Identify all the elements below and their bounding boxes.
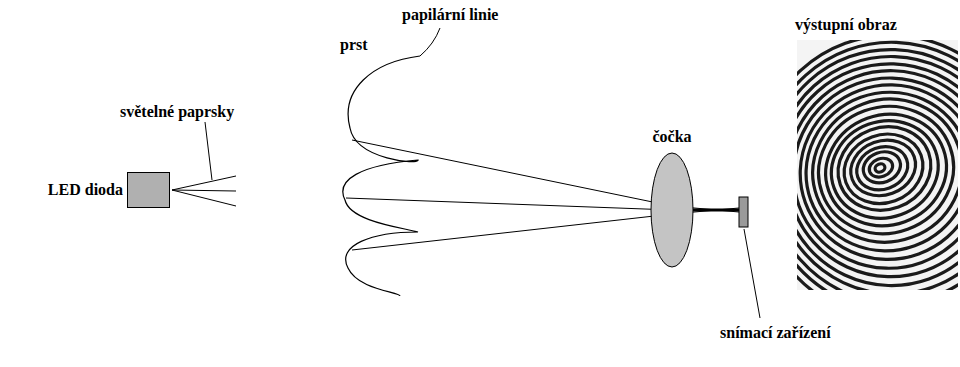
- part-label: papilární linie: [402, 6, 498, 24]
- node-outline: [127, 172, 170, 208]
- node-label: čočka: [652, 128, 691, 146]
- part-label: prst: [340, 36, 368, 54]
- part-label: světelné paprsky: [120, 103, 234, 121]
- led-box: LED dioda: [127, 172, 170, 208]
- finger-ridges: [343, 56, 420, 296]
- fingerprint-image: [797, 40, 958, 290]
- leader-line: [420, 28, 440, 56]
- part-label: výstupní obraz: [795, 16, 897, 34]
- part-label: snímací zařízení: [720, 324, 831, 342]
- lens-shape: čočka: [650, 152, 694, 268]
- node-label: LED dioda: [48, 181, 123, 199]
- node-outline: [650, 152, 694, 268]
- leader-line: [205, 122, 212, 180]
- sensor: [739, 197, 748, 227]
- leader-line: [744, 229, 760, 318]
- light-rays: [172, 176, 236, 206]
